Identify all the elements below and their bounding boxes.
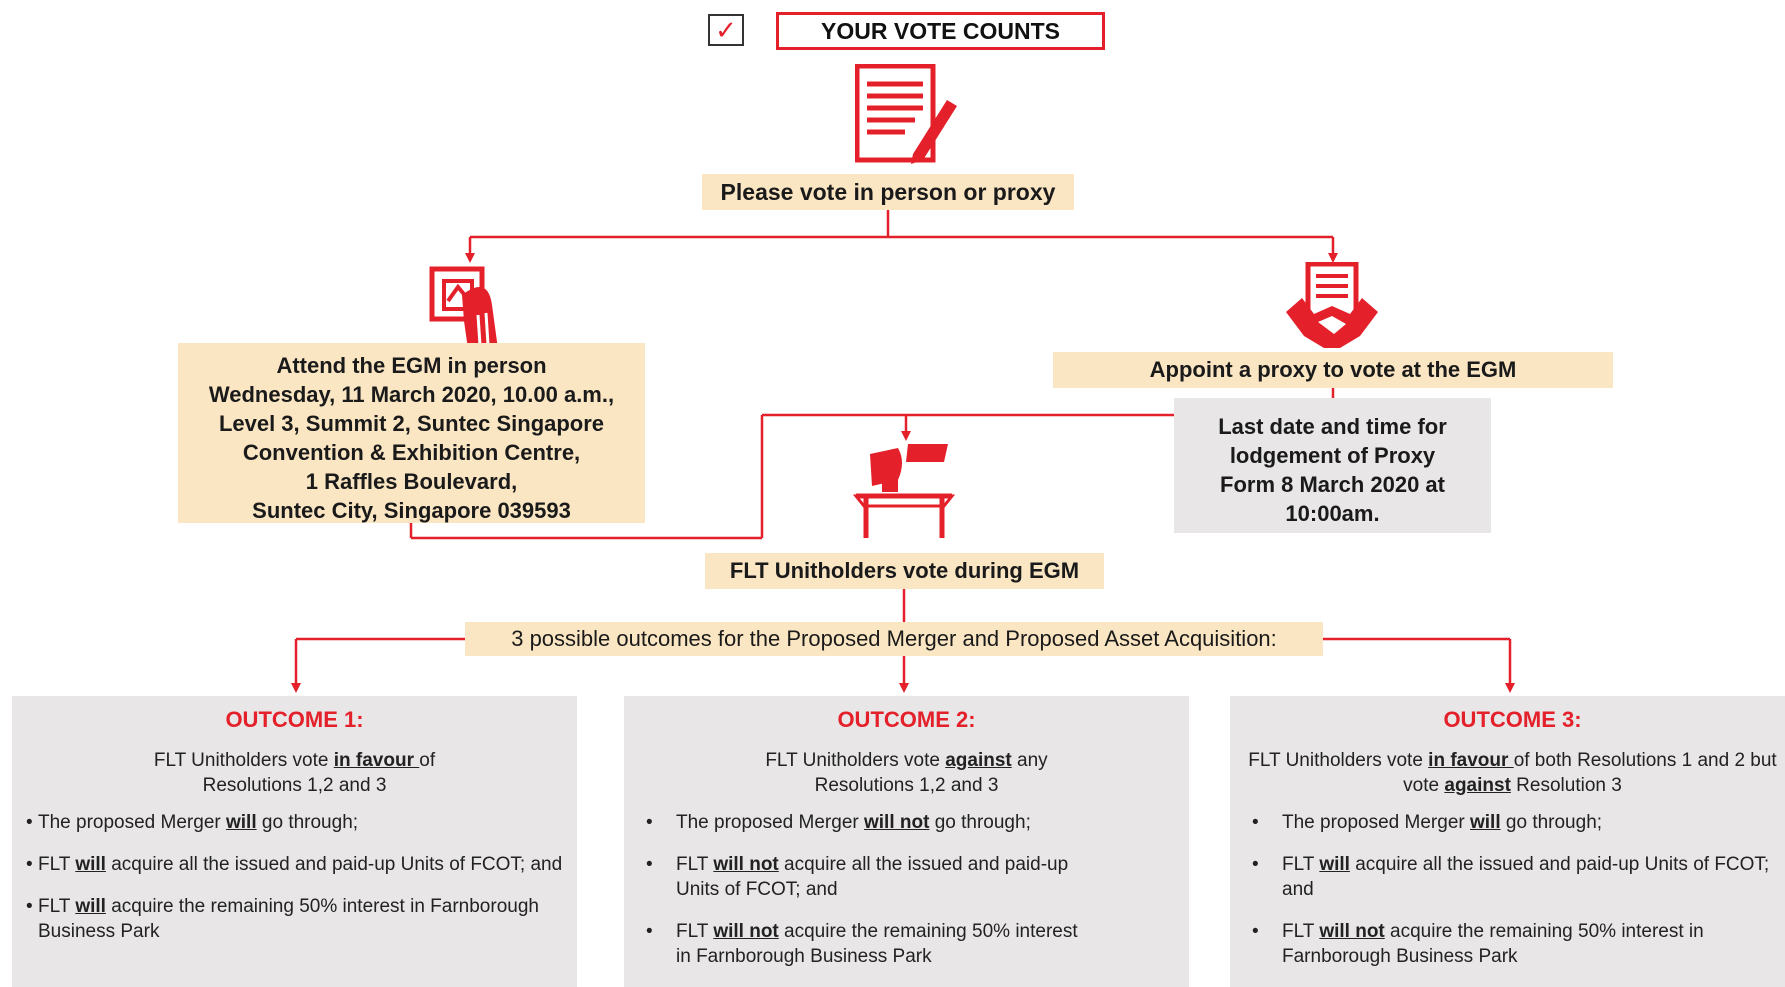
lead-emphasis: in favour (1428, 750, 1514, 771)
outcome-lead: FLT Unitholders vote in favour of both R… (1244, 748, 1781, 798)
bullet-item: • FLT will not acquire the remaining 50% … (1244, 919, 1781, 969)
outcome-bullets: • The proposed Merger will not go through… (638, 810, 1175, 969)
bullet-text: go through; (1500, 812, 1603, 833)
bullet-text: The proposed Merger (38, 812, 226, 833)
bullet-item: • The proposed Merger will not go through… (638, 810, 1095, 835)
bullet-text: go through; (256, 812, 359, 833)
bullet-dot: • (646, 921, 653, 942)
attend-in-person-box: Attend the EGM in person Wednesday, 11 M… (178, 343, 645, 523)
bullet-text: acquire all the issued and paid-up Units… (1282, 854, 1770, 900)
bullet-dot: • (26, 896, 33, 917)
vote-method-box: Please vote in person or proxy (702, 174, 1074, 210)
bullet-dot: • (1252, 921, 1259, 942)
bullet-text: FLT (38, 854, 76, 875)
lead-text: FLT Unitholders vote (153, 750, 334, 771)
attend-line: Level 3, Summit 2, Suntec Singapore (218, 411, 605, 436)
handshake-document-icon (1286, 262, 1378, 348)
lead-text: FLT Unitholders vote (765, 750, 946, 771)
bullet-dot: • (1252, 854, 1259, 875)
bullet-text: FLT (1282, 854, 1320, 875)
bullet-item: • FLT will not acquire all the issued and… (638, 852, 1095, 902)
bullet-text: FLT (38, 896, 76, 917)
bullet-text: FLT (676, 921, 714, 942)
attend-line: Suntec City, Singapore 039593 (252, 498, 571, 523)
bullet-dot: • (26, 854, 33, 875)
bullet-emphasis: will not (1319, 921, 1385, 942)
lead-emphasis: against (945, 750, 1012, 771)
lead-emphasis: in favour (333, 750, 420, 771)
lead-text: of (419, 750, 436, 771)
outcome-title: OUTCOME 3: (1443, 707, 1582, 732)
outcome-lead: FLT Unitholders vote against any Resolut… (638, 748, 1175, 798)
bullet-emphasis: will not (713, 854, 779, 875)
ballot-box-table-icon (852, 444, 956, 538)
bullet-item: •FLT will acquire the remaining 50% inte… (26, 894, 563, 944)
bullet-text: The proposed Merger (676, 812, 864, 833)
lead-text: FLT Unitholders vote (1248, 750, 1429, 771)
proxy-deadline-box: Last date and time for lodgement of Prox… (1174, 398, 1491, 533)
deadline-line: Form 8 March 2020 at (1220, 472, 1445, 497)
bullet-dot: • (646, 854, 653, 875)
lead-text: any (1011, 750, 1048, 771)
bullet-emphasis: will not (864, 812, 930, 833)
appoint-proxy-box: Appoint a proxy to vote at the EGM (1053, 352, 1613, 388)
bullet-item: • FLT will acquire all the issued and pai… (1244, 852, 1781, 902)
bullet-emphasis: will (75, 854, 106, 875)
ballot-hand-icon (429, 266, 498, 349)
attend-line: Attend the EGM in person (276, 353, 547, 378)
attend-line: 1 Raffles Boulevard, (305, 469, 518, 494)
bullet-item: •FLT will acquire all the issued and pai… (26, 852, 563, 877)
bullet-emphasis: will (226, 812, 257, 833)
outcomes-intro-box: 3 possible outcomes for the Proposed Mer… (465, 622, 1323, 656)
outcome-3-panel: OUTCOME 3: FLT Unitholders vote in favou… (1230, 696, 1785, 987)
outcome-bullets: •The proposed Merger will go through; •F… (26, 810, 563, 944)
outcome-title: OUTCOME 1: (225, 707, 364, 732)
bullet-item: •The proposed Merger will go through; (26, 810, 563, 835)
lead-emphasis: against (1444, 775, 1511, 796)
bullet-text: acquire the remaining 50% interest in Fa… (676, 921, 1078, 967)
bullet-item: • FLT will not acquire the remaining 50% … (638, 919, 1095, 969)
bullet-emphasis: will (75, 896, 106, 917)
bullet-text: FLT (1282, 921, 1320, 942)
document-pen-icon (855, 64, 957, 164)
attend-line: Wednesday, 11 March 2020, 10.00 a.m., (208, 382, 615, 407)
bullet-emphasis: will (1470, 812, 1501, 833)
bullet-dot: • (26, 812, 33, 833)
bullet-text: acquire all the issued and paid-up Units… (676, 854, 1069, 900)
lead-text: of both Resolutions 1 and 2 but vote (1403, 750, 1777, 796)
deadline-line: lodgement of Proxy (1229, 443, 1436, 468)
bullet-dot: • (646, 812, 653, 833)
outcome-title: OUTCOME 2: (837, 707, 976, 732)
bullet-text: FLT (676, 854, 714, 875)
bullet-dot: • (1252, 812, 1259, 833)
egm-vote-box: FLT Unitholders vote during EGM (705, 553, 1104, 589)
outcome-1-panel: OUTCOME 1: FLT Unitholders vote in favou… (12, 696, 577, 987)
bullet-text: acquire all the issued and paid-up Units… (105, 854, 563, 875)
outcome-bullets: • The proposed Merger will go through; • F… (1244, 810, 1781, 969)
deadline-line: Last date and time for (1218, 414, 1447, 439)
bullet-emphasis: will (1319, 854, 1350, 875)
bullet-text: acquire the remaining 50% interest in Fa… (1282, 921, 1704, 967)
deadline-line: 10:00am. (1285, 501, 1380, 526)
checkbox-icon: ✓ (708, 14, 744, 46)
outcome-lead: FLT Unitholders vote in favour of Resolu… (26, 748, 563, 798)
page-title: YOUR VOTE COUNTS (776, 12, 1105, 50)
bullet-emphasis: will not (713, 921, 779, 942)
attend-line: Convention & Exhibition Centre, (242, 440, 581, 465)
bullet-text: go through; (929, 812, 1031, 833)
bullet-item: • The proposed Merger will go through; (1244, 810, 1781, 835)
lead-text: Resolutions 1,2 and 3 (202, 775, 387, 796)
bullet-text: acquire the remaining 50% interest in Fa… (38, 896, 539, 942)
outcome-2-panel: OUTCOME 2: FLT Unitholders vote against … (624, 696, 1189, 987)
bullet-text: The proposed Merger (1282, 812, 1470, 833)
lead-text: Resolution 3 (1510, 775, 1622, 796)
lead-text: Resolutions 1,2 and 3 (814, 775, 999, 796)
